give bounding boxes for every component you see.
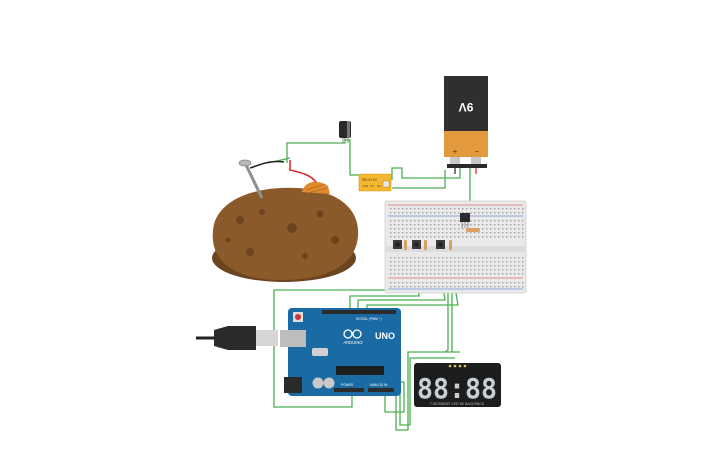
potato-spot [225, 237, 231, 243]
potato-spot [259, 209, 265, 215]
digital-header-label: DIGITAL (PWM ~) [356, 317, 382, 321]
power-header [334, 388, 364, 392]
potato-spot [246, 248, 254, 256]
breadboard-holes [390, 208, 524, 288]
usb-cable[interactable] [196, 326, 278, 350]
analog-header [368, 388, 394, 392]
resistor[interactable] [466, 228, 480, 232]
arduino-uno[interactable]: ARDUINO UNO DIGITAL (PWM ~) POWER ANALOG… [280, 308, 401, 396]
power-jack [284, 377, 302, 393]
pushbutton[interactable] [412, 240, 421, 249]
wire[interactable] [391, 167, 461, 180]
capacitor[interactable] [339, 121, 351, 143]
relay-module[interactable]: RELAY 5V COM NC NO [358, 173, 392, 192]
battery-cap [444, 76, 488, 131]
digital-header [322, 310, 396, 314]
lead-red [289, 160, 317, 183]
display-digits: 88:88 [417, 372, 497, 405]
power-header-label: POWER [341, 383, 354, 387]
microcontroller-chip [336, 366, 384, 375]
relay-pin-com: COM [362, 184, 368, 188]
relay-pin-nc: NC [370, 184, 374, 188]
transistor[interactable] [460, 213, 470, 228]
resistor[interactable] [424, 240, 427, 250]
potato-spot [316, 210, 324, 218]
resistor[interactable] [404, 240, 407, 250]
display-pins [448, 364, 467, 368]
wire[interactable] [345, 139, 360, 176]
pushbutton[interactable] [436, 240, 445, 249]
pushbutton[interactable] [393, 240, 402, 249]
wire[interactable] [286, 133, 346, 163]
lead-black [249, 160, 285, 169]
potato-spot [331, 236, 339, 244]
copper-electrode[interactable] [302, 181, 330, 194]
potato-spot [236, 216, 244, 224]
breadboard[interactable] [384, 200, 527, 294]
display-caption: 7-SEGMENT LED W/ BACKPACK [430, 402, 485, 406]
seven-segment-display[interactable]: 88:88 7-SEGMENT LED W/ BACKPACK [414, 363, 501, 407]
battery-plus: + [453, 147, 458, 156]
wire[interactable] [392, 170, 446, 189]
potato[interactable] [212, 187, 359, 282]
arduino-model: UNO [375, 331, 395, 341]
battery-minus: − [475, 147, 480, 156]
relay-pin-no: NO [377, 184, 381, 188]
potato-spot [302, 253, 308, 259]
arduino-logo [343, 329, 362, 339]
analog-header-label: ANALOG IN [370, 383, 388, 387]
arduino-brand: ARDUINO [343, 340, 363, 345]
battery-body [444, 131, 488, 157]
resistor[interactable] [449, 240, 452, 250]
potato-body [212, 187, 359, 280]
nail-electrode[interactable] [238, 159, 264, 199]
battery-label: 9V [459, 100, 474, 114]
battery-9v[interactable]: 9V + − [444, 76, 488, 174]
usb-port [280, 330, 306, 347]
potato-spot [287, 223, 297, 233]
relay-label: RELAY 5V [362, 178, 378, 182]
